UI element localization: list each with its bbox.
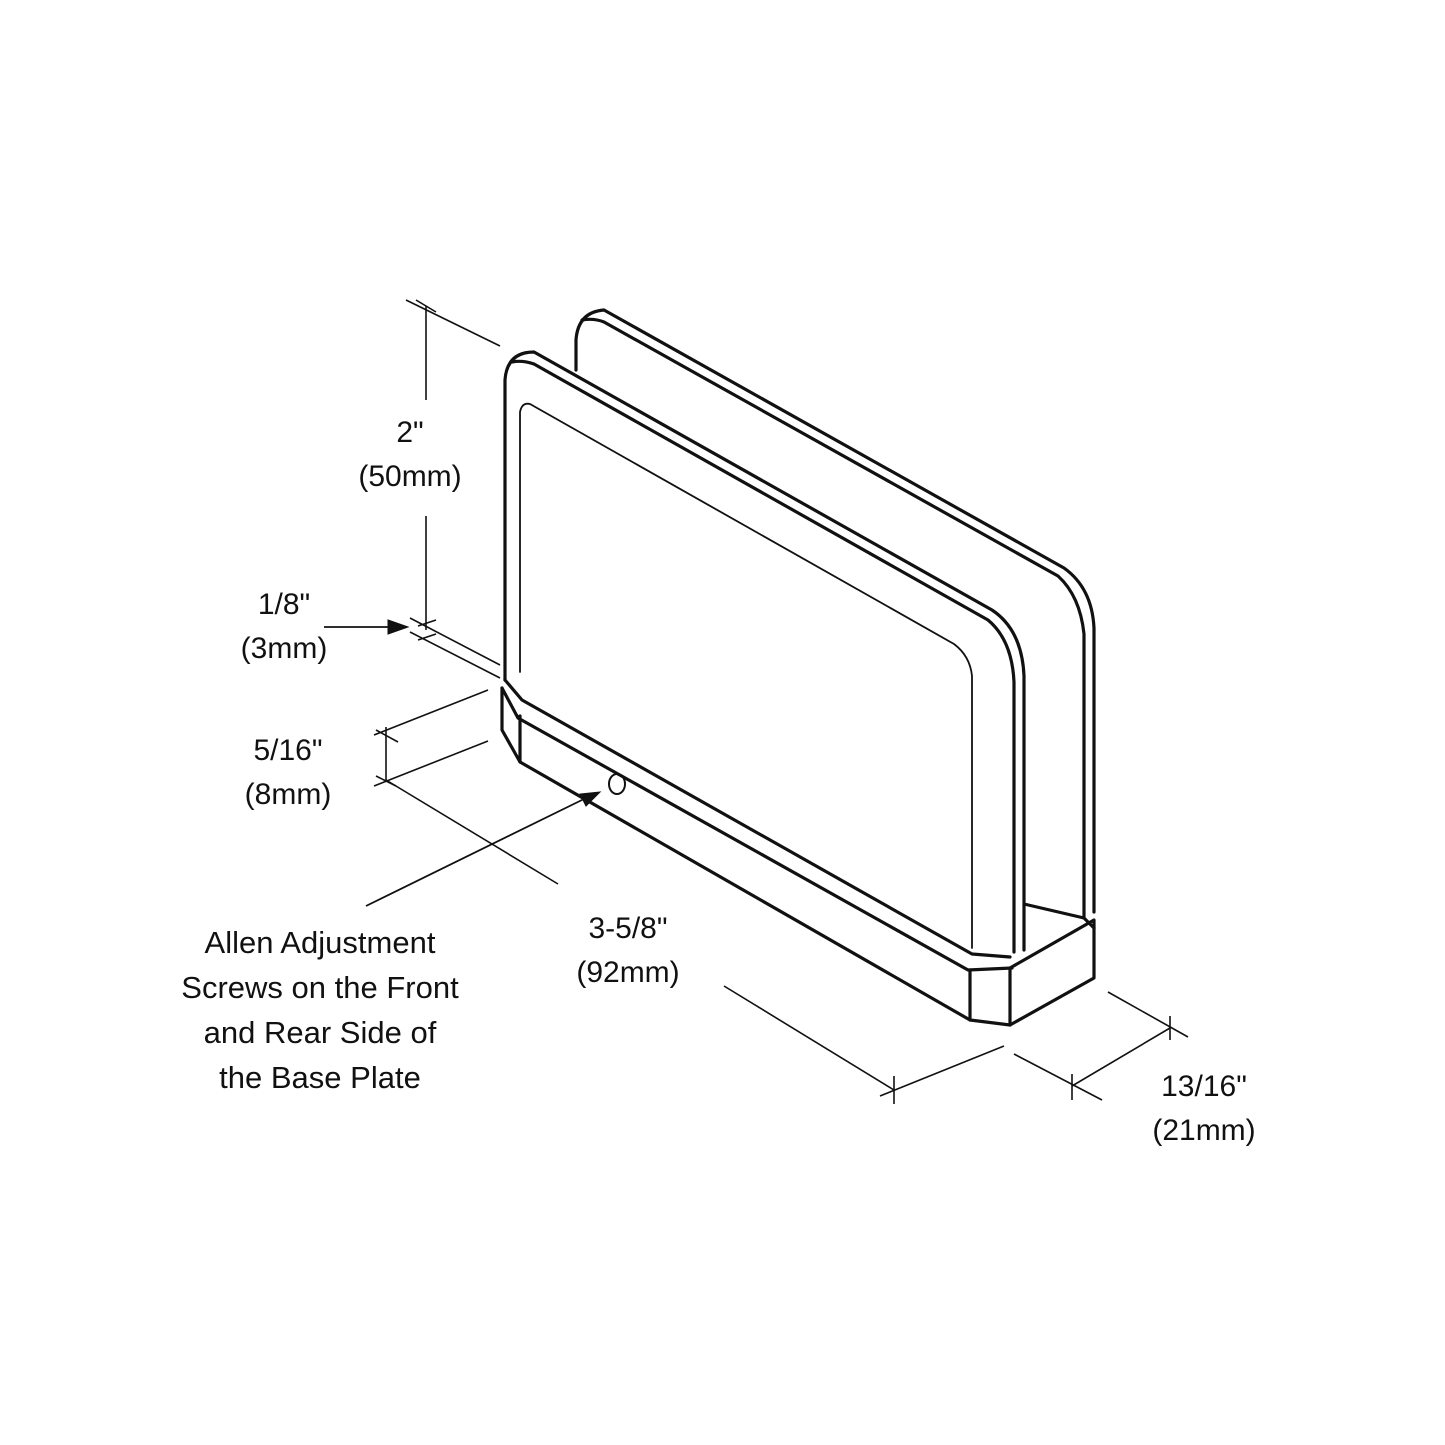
height-dimension-label: 2" (50mm) bbox=[340, 414, 480, 496]
length-imperial: 3-5/8" bbox=[588, 912, 668, 945]
height-metric: (50mm) bbox=[358, 460, 462, 493]
leader-arrows bbox=[324, 619, 602, 907]
callout-line-4: the Base Plate bbox=[219, 1060, 421, 1095]
base-height-imperial: 5/16" bbox=[253, 734, 323, 767]
base-height-metric: (8mm) bbox=[244, 778, 332, 811]
depth-imperial: 13/16" bbox=[1161, 1070, 1247, 1103]
depth-dimension-label: 13/16" (21mm) bbox=[1134, 1068, 1274, 1150]
dimension-lines bbox=[373, 299, 1189, 1104]
front-panel bbox=[503, 350, 1026, 954]
allen-screw-hole bbox=[608, 773, 626, 795]
glass-gap-imperial: 1/8" bbox=[257, 588, 311, 621]
base-height-dimension-label: 5/16" (8mm) bbox=[226, 732, 350, 814]
glass-gap-dimension-label: 1/8" (3mm) bbox=[222, 586, 346, 668]
callout-line-3: and Rear Side of bbox=[203, 1015, 437, 1050]
rear-panel bbox=[574, 308, 1096, 920]
allen-screw-callout: Allen Adjustment Screws on the Front and… bbox=[140, 920, 500, 1100]
height-imperial: 2" bbox=[396, 416, 424, 449]
length-dimension-label: 3-5/8" (92mm) bbox=[558, 910, 698, 992]
callout-line-2: Screws on the Front bbox=[181, 970, 459, 1005]
callout-line-1: Allen Adjustment bbox=[204, 925, 436, 960]
base-plate bbox=[500, 678, 1096, 1027]
depth-metric: (21mm) bbox=[1152, 1114, 1256, 1147]
length-metric: (92mm) bbox=[576, 956, 680, 989]
glass-gap-metric: (3mm) bbox=[240, 632, 328, 665]
